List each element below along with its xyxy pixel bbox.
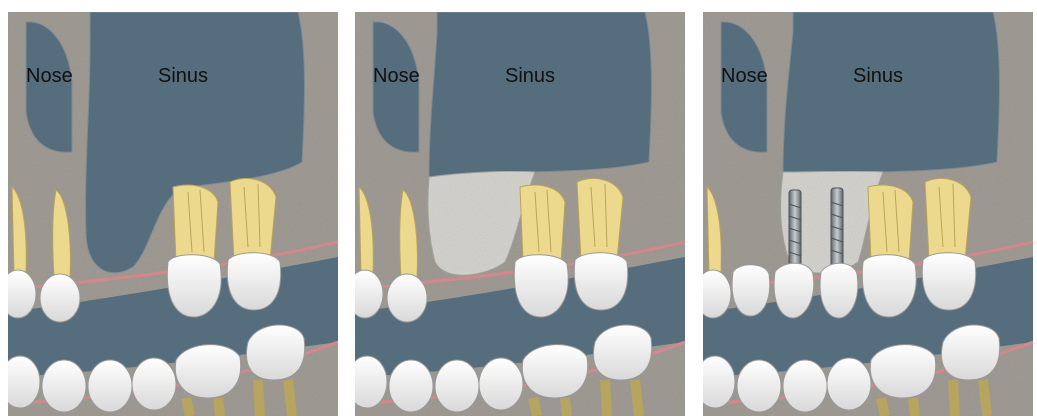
sinus-label: Sinus: [505, 65, 555, 87]
panel-before: Nose Sinus: [8, 12, 338, 416]
sinus-label: Sinus: [158, 65, 208, 87]
nose-label: Nose: [721, 65, 768, 87]
sinus-label: Sinus: [853, 65, 903, 87]
panel-implants: Nose Sinus: [703, 12, 1033, 416]
dental-implant-1: [789, 190, 801, 270]
nose-label: Nose: [373, 65, 420, 87]
sinus-cavity: [783, 12, 1000, 173]
nose-label: Nose: [26, 65, 73, 87]
dental-implant-2: [831, 188, 843, 268]
panel-graft: Nose Sinus: [355, 12, 685, 416]
sinus-cavity: [429, 12, 652, 177]
